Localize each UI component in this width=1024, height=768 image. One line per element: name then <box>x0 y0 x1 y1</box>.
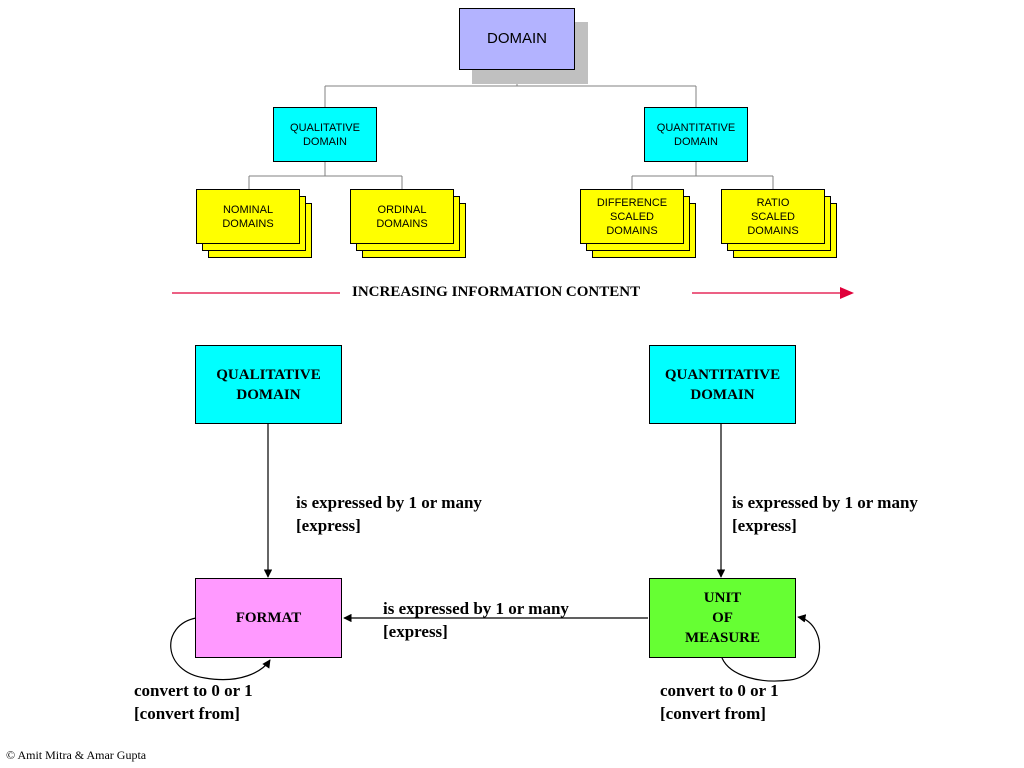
difference-scaled-domains-node: DIFFERENCE SCALED DOMAINS <box>580 189 684 244</box>
ratio-scaled-domains-node: RATIO SCALED DOMAINS <box>721 189 825 244</box>
nominal-domains-node: NOMINAL DOMAINS <box>196 189 300 244</box>
ordinal-domains-node: ORDINAL DOMAINS <box>350 189 454 244</box>
hierarchy-tree-lines <box>248 70 774 190</box>
increasing-information-caption: INCREASING INFORMATION CONTENT <box>352 284 641 300</box>
format-conversion-label: convert to 0 or 1 [convert from] <box>134 681 253 723</box>
copyright-footer: © Amit Mitra & Amar Gupta <box>6 748 147 762</box>
information-arrow <box>172 287 854 299</box>
qualitative-domain-entity: QUALITATIVE DOMAIN <box>195 345 342 424</box>
domain-root-node: DOMAIN <box>459 8 575 70</box>
relationship-lines <box>170 424 821 682</box>
unit-conversion-label: convert to 0 or 1 [convert from] <box>660 681 779 723</box>
qualitative-domain-node: QUALITATIVE DOMAIN <box>273 107 377 162</box>
unit-of-measure-entity: UNIT OF MEASURE <box>649 578 796 658</box>
quantitative-unit-relation-label: is expressed by 1 or many [express] <box>732 493 918 535</box>
quantitative-domain-entity: QUANTITATIVE DOMAIN <box>649 345 796 424</box>
unit-format-relation-label: is expressed by 1 or many [express] <box>383 599 569 641</box>
quantitative-domain-node: QUANTITATIVE DOMAIN <box>644 107 748 162</box>
format-entity: FORMAT <box>195 578 342 658</box>
qualitative-format-relation-label: is expressed by 1 or many [express] <box>296 493 482 535</box>
